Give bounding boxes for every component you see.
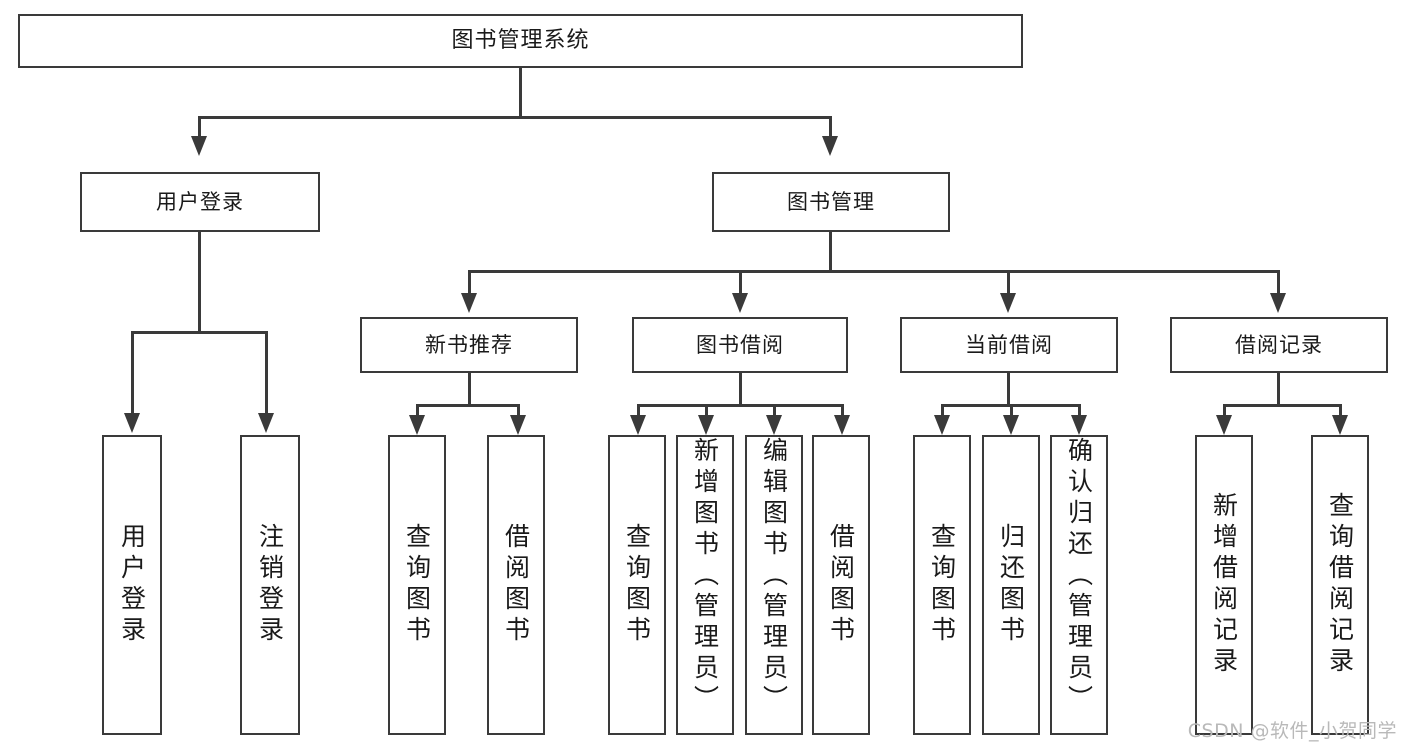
- node-label: 新增借阅记录: [1209, 492, 1239, 678]
- node-label: 图书借阅: [696, 332, 784, 357]
- arrow-to-book-borrow: [732, 293, 748, 313]
- leaf-book-borrow-add-book-admin[interactable]: 新增图书（管理员）: [676, 435, 734, 735]
- node-borrow-record[interactable]: 借阅记录: [1170, 317, 1388, 373]
- connector-new-book-stem: [468, 373, 471, 406]
- node-label: 新增图书（管理员）: [690, 437, 720, 716]
- node-user-login[interactable]: 用户登录: [80, 172, 320, 232]
- connector-current-borrow-drop-2: [1010, 404, 1013, 418]
- connector-user-login-stem: [198, 232, 201, 333]
- arrow-to-user-login: [191, 136, 207, 156]
- connector-level3-drop-2: [739, 270, 742, 295]
- arrow-to-borrow-record: [1270, 293, 1286, 313]
- node-label: 查询图书: [927, 523, 957, 647]
- leaf-borrow-record-query-record[interactable]: 查询借阅记录: [1311, 435, 1369, 735]
- watermark-csdn: CSDN @软件_小贺同学: [1187, 720, 1397, 742]
- arrow-leaf-user-login-2: [258, 413, 274, 433]
- node-label: 新书推荐: [425, 332, 513, 357]
- node-label: 注销登录: [255, 523, 285, 647]
- arrow-to-current-borrow: [1000, 293, 1016, 313]
- arrow-leaf-current-borrow-2: [1003, 415, 1019, 435]
- connector-level3-drop-4: [1277, 270, 1280, 295]
- connector-current-borrow-stem: [1007, 373, 1010, 406]
- node-root-book-management-system[interactable]: 图书管理系统: [18, 14, 1023, 68]
- connector-level3-drop-3: [1007, 270, 1010, 295]
- leaf-new-book-borrow-book[interactable]: 借阅图书: [487, 435, 545, 735]
- connector-current-borrow-drop-3: [1078, 404, 1081, 418]
- arrow-to-book-management: [822, 136, 838, 156]
- node-label: 借阅记录: [1235, 332, 1323, 357]
- leaf-book-borrow-borrow-book[interactable]: 借阅图书: [812, 435, 870, 735]
- arrow-leaf-new-book-2: [510, 415, 526, 435]
- arrow-leaf-borrow-record-1: [1216, 415, 1232, 435]
- connector-user-login-bar: [131, 331, 268, 334]
- leaf-current-borrow-query-book[interactable]: 查询图书: [913, 435, 971, 735]
- leaf-borrow-record-add-record[interactable]: 新增借阅记录: [1195, 435, 1253, 735]
- node-new-book-recommend[interactable]: 新书推荐: [360, 317, 578, 373]
- connector-root-to-user-login: [198, 116, 201, 138]
- connector-borrow-record-drop-2: [1339, 404, 1342, 418]
- connector-new-book-drop-1: [416, 404, 419, 418]
- leaf-current-borrow-return-book[interactable]: 归还图书: [982, 435, 1040, 735]
- connector-borrow-record-stem: [1277, 373, 1280, 406]
- leaf-book-borrow-edit-book-admin[interactable]: 编辑图书（管理员）: [745, 435, 803, 735]
- arrow-leaf-book-borrow-3: [766, 415, 782, 435]
- node-label: 图书管理系统: [451, 28, 590, 54]
- leaf-user-login-logout[interactable]: 注销登录: [240, 435, 300, 735]
- connector-borrow-record-drop-1: [1223, 404, 1226, 418]
- node-label: 编辑图书（管理员）: [759, 437, 789, 716]
- connector-root-bar: [198, 116, 832, 119]
- connector-book-borrow-stem: [739, 373, 742, 406]
- node-current-borrow[interactable]: 当前借阅: [900, 317, 1118, 373]
- connector-new-book-bar: [416, 404, 520, 407]
- node-label: 归还图书: [996, 523, 1026, 647]
- node-label: 确认归还（管理员）: [1064, 437, 1094, 716]
- leaf-book-borrow-query-book[interactable]: 查询图书: [608, 435, 666, 735]
- connector-level3-bar: [468, 270, 1280, 273]
- leaf-user-login-user-login[interactable]: 用户登录: [102, 435, 162, 735]
- connector-borrow-record-bar: [1223, 404, 1341, 407]
- connector-root-stem: [519, 68, 522, 118]
- arrow-leaf-book-borrow-4: [834, 415, 850, 435]
- node-book-borrow[interactable]: 图书借阅: [632, 317, 848, 373]
- arrow-leaf-new-book-1: [409, 415, 425, 435]
- node-label: 图书管理: [787, 189, 875, 214]
- arrow-to-new-book-recommend: [461, 293, 477, 313]
- node-label: 借阅图书: [501, 523, 531, 647]
- arrow-leaf-borrow-record-2: [1332, 415, 1348, 435]
- arrow-leaf-current-borrow-1: [934, 415, 950, 435]
- leaf-new-book-query-book[interactable]: 查询图书: [388, 435, 446, 735]
- connector-book-borrow-drop-1: [637, 404, 640, 418]
- connector-book-borrow-drop-2: [705, 404, 708, 418]
- arrow-leaf-book-borrow-2: [698, 415, 714, 435]
- arrow-leaf-book-borrow-1: [630, 415, 646, 435]
- node-label: 当前借阅: [965, 332, 1053, 357]
- node-label: 借阅图书: [826, 523, 856, 647]
- connector-level3-drop-1: [468, 270, 471, 295]
- node-label: 查询借阅记录: [1325, 492, 1355, 678]
- arrow-leaf-current-borrow-3: [1071, 415, 1087, 435]
- node-label: 查询图书: [622, 523, 652, 647]
- connector-user-login-drop-1: [131, 331, 134, 415]
- node-label: 查询图书: [402, 523, 432, 647]
- connector-root-to-book-management: [829, 116, 832, 138]
- connector-book-management-stem: [829, 232, 832, 272]
- node-label: 用户登录: [117, 523, 147, 647]
- connector-book-borrow-drop-3: [773, 404, 776, 418]
- connector-user-login-drop-2: [265, 331, 268, 415]
- arrow-leaf-user-login-1: [124, 413, 140, 433]
- connector-book-borrow-drop-4: [841, 404, 844, 418]
- connector-current-borrow-drop-1: [941, 404, 944, 418]
- node-book-management[interactable]: 图书管理: [712, 172, 950, 232]
- node-label: 用户登录: [156, 189, 244, 214]
- connector-book-borrow-bar: [637, 404, 843, 407]
- leaf-current-borrow-confirm-return-admin[interactable]: 确认归还（管理员）: [1050, 435, 1108, 735]
- connector-new-book-drop-2: [517, 404, 520, 418]
